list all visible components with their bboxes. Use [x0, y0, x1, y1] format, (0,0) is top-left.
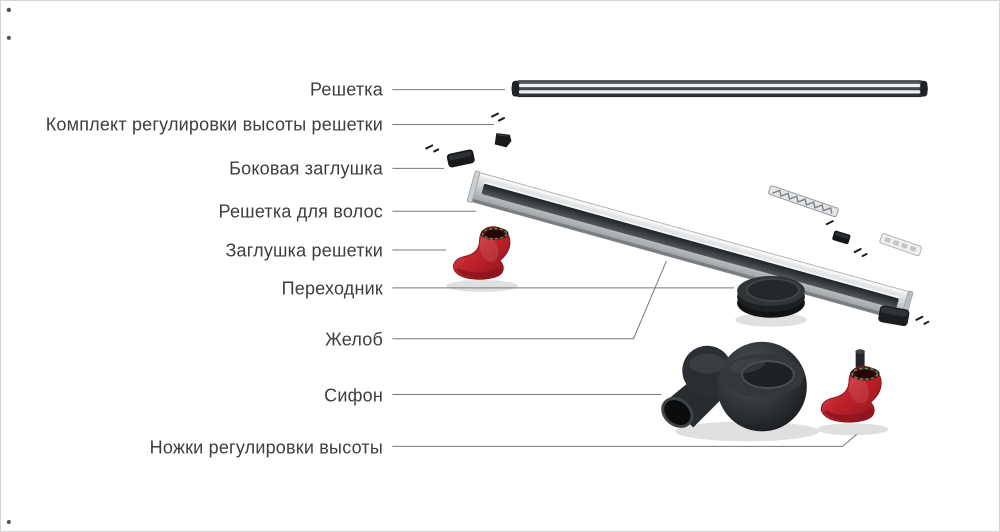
part-grate: [511, 80, 928, 98]
leader-channel: [392, 260, 667, 340]
label-grate: Решетка: [309, 79, 383, 100]
leader-feet: [392, 433, 857, 447]
part-siphon: [661, 341, 807, 432]
part-screws: [425, 112, 930, 325]
part-grate-end-strip: [879, 233, 923, 257]
part-shadows: [446, 279, 889, 442]
label-side-plug: Боковая заглушка: [229, 158, 383, 179]
part-adapter: [737, 275, 805, 318]
part-grate-end-cap: [832, 230, 851, 245]
part-channel: [466, 170, 914, 323]
part-height-adjustment-kit: [494, 133, 512, 148]
label-siphon: Сифон: [324, 385, 383, 406]
label-grate-plug: Заглушка решетки: [225, 240, 383, 261]
part-foot-front: [452, 225, 511, 281]
label-adapter: Переходник: [281, 278, 383, 299]
part-hair-grate: [768, 185, 839, 218]
leader-lines: [392, 89, 857, 447]
label-hair-grate: Решетка для волос: [218, 201, 383, 222]
part-drain-plug-box: [878, 305, 910, 327]
corner-marks: [6, 7, 12, 525]
label-height-adjustment-kit: Комплект регулировки высоты решетки: [45, 114, 383, 135]
part-side-plug: [446, 149, 475, 168]
part-foot-rear: [820, 365, 882, 423]
label-channel: Желоб: [325, 329, 383, 350]
label-feet: Ножки регулировки высоты: [149, 437, 383, 458]
